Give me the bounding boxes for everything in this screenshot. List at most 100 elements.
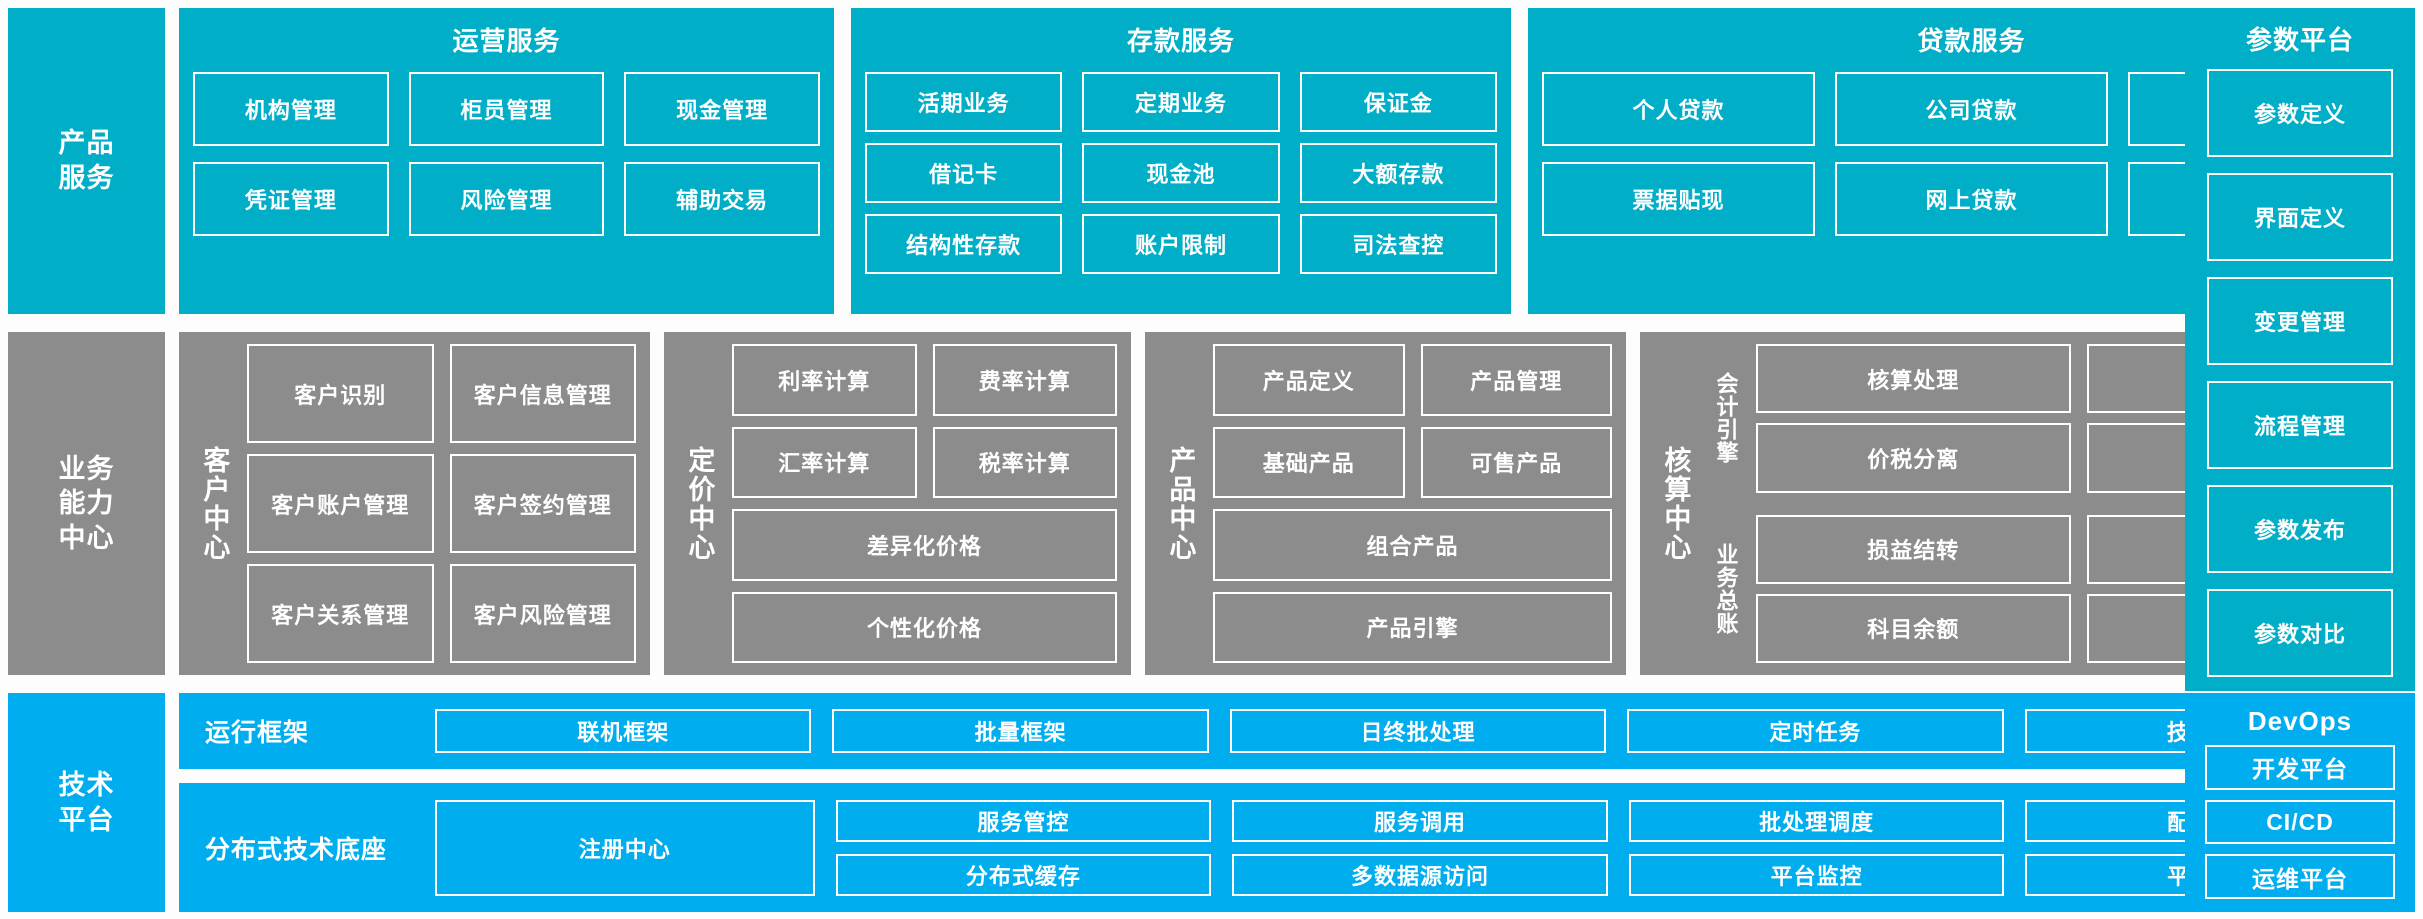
chip-cash-pool[interactable]: 现金池 [1082, 143, 1280, 203]
chip-judicial-inquiry[interactable]: 司法查控 [1299, 214, 1497, 274]
pricing-center-row: 个性化价格 [732, 591, 1117, 663]
distributed-base-items: 注册中心 服务管控 分布式缓存 服务调用 多数据源访问 批处理调度 平台监控 [435, 799, 2401, 896]
chip-parameter-publish[interactable]: 参数发布 [2207, 485, 2393, 573]
chip-process-management[interactable]: 流程管理 [2207, 381, 2393, 469]
chip-product-definition[interactable]: 产品定义 [1213, 344, 1405, 416]
pricing-center-row: 利率计算 费率计算 [732, 344, 1117, 416]
chip-ci-cd[interactable]: CI/CD [2205, 799, 2395, 845]
chip-online-loan[interactable]: 网上贷款 [1835, 162, 2108, 236]
center-label-product: 产品中心 [1165, 445, 1196, 562]
chip-product-management[interactable]: 产品管理 [1420, 344, 1612, 416]
tech-platform-label-line2: 平台 [58, 804, 115, 835]
chip-end-of-day-batch[interactable]: 日终批处理 [1229, 709, 1607, 753]
chip-base-product[interactable]: 基础产品 [1213, 426, 1405, 498]
chip-development-platform[interactable]: 开发平台 [2205, 745, 2395, 790]
parameter-platform-items: 参数定义 界面定义 变更管理 流程管理 参数发布 参数对比 [2207, 69, 2393, 677]
center-label-pricing: 定价中心 [684, 445, 715, 562]
distributed-base-column-1: 服务管控 分布式缓存 [835, 799, 1212, 896]
chip-online-framework[interactable]: 联机框架 [435, 709, 812, 753]
service-panels: 运营服务 机构管理 柜员管理 现金管理 凭证管理 风险管理 辅助交易 存款服务 … [179, 8, 2415, 314]
panel-title-devops: DevOps [2247, 706, 2353, 736]
chip-price-tax-separation[interactable]: 价税分离 [1756, 423, 2071, 493]
chip-tax-rate-calculation[interactable]: 税率计算 [932, 426, 1117, 498]
chip-service-governance[interactable]: 服务管控 [835, 799, 1212, 842]
chip-fee-rate-calculation[interactable]: 费率计算 [932, 344, 1117, 416]
chip-customer-account-management[interactable]: 客户账户管理 [247, 454, 434, 553]
panel-title-operation-service: 运营服务 [452, 26, 561, 56]
operation-service-items: 机构管理 柜员管理 现金管理 凭证管理 风险管理 辅助交易 [193, 72, 820, 300]
chip-exchange-rate-calculation[interactable]: 汇率计算 [732, 426, 917, 498]
product-center-row: 组合产品 [1213, 509, 1612, 581]
distributed-base-column-2: 服务调用 多数据源访问 [1232, 799, 1608, 896]
pricing-center-items: 利率计算 费率计算 汇率计算 税率计算 差异化价格 个性化价格 [732, 344, 1117, 663]
chip-teller-management[interactable]: 柜员管理 [408, 72, 605, 146]
chip-service-invocation[interactable]: 服务调用 [1232, 799, 1608, 842]
panel-product-center: 产品中心 产品定义 产品管理 基础产品 可售产品 组合产品 产品引擎 [1145, 332, 1626, 675]
chip-parameter-comparison[interactable]: 参数对比 [2207, 589, 2393, 677]
chip-institution-management[interactable]: 机构管理 [193, 72, 389, 146]
customer-center-items: 客户识别 客户信息管理 客户账户管理 客户签约管理 客户关系管理 客户风险管理 [247, 344, 636, 663]
chip-account-balance[interactable]: 科目余额 [1756, 593, 2071, 663]
panel-title-deposit-service: 存款服务 [1126, 26, 1235, 56]
product-center-row: 基础产品 可售产品 [1213, 426, 1612, 498]
chip-risk-management[interactable]: 风险管理 [408, 162, 605, 236]
chip-profit-loss-carryover[interactable]: 损益结转 [1756, 514, 2071, 584]
business-capability-label-line2: 能力 [58, 488, 115, 519]
tech-row-runtime-framework: 运行框架 联机框架 批量框架 日终批处理 定时任务 技术组件 [179, 693, 2415, 769]
chip-multi-datasource-access[interactable]: 多数据源访问 [1232, 853, 1608, 896]
center-label-accounting: 核算中心 [1660, 445, 1691, 562]
chip-cash-management[interactable]: 现金管理 [624, 72, 820, 146]
chip-customer-identification[interactable]: 客户识别 [247, 344, 434, 443]
tech-row-label-runtime-framework: 运行框架 [205, 719, 310, 747]
chip-customer-info-management[interactable]: 客户信息管理 [449, 344, 636, 443]
chip-large-deposit[interactable]: 大额存款 [1299, 143, 1497, 203]
chip-platform-monitoring[interactable]: 平台监控 [1628, 853, 2005, 896]
tech-platform-rows: 运行框架 联机框架 批量框架 日终批处理 定时任务 技术组件 分布式技术底座 注… [179, 693, 2415, 912]
chip-interface-definition[interactable]: 界面定义 [2207, 173, 2393, 261]
chip-differentiated-pricing[interactable]: 差异化价格 [732, 509, 1117, 581]
tech-platform-label-line1: 技术 [58, 769, 115, 800]
chip-accounting-processing[interactable]: 核算处理 [1756, 344, 2071, 414]
capability-centers: 客户中心 客户识别 客户信息管理 客户账户管理 客户签约管理 客户关系管理 客户… [179, 332, 2415, 675]
chip-change-management[interactable]: 变更管理 [2207, 277, 2393, 365]
business-capability-label-line3: 中心 [58, 522, 115, 553]
chip-personal-loan[interactable]: 个人贷款 [1542, 72, 1815, 146]
product-center-row: 产品定义 产品管理 [1213, 344, 1612, 416]
accounting-sublabel-ledger: 业务总账 [1713, 542, 1739, 635]
chip-margin-deposit[interactable]: 保证金 [1299, 72, 1497, 132]
chip-account-restriction[interactable]: 账户限制 [1082, 214, 1280, 274]
panel-parameter-platform: 参数平台 参数定义 界面定义 变更管理 流程管理 参数发布 参数对比 [2185, 8, 2415, 691]
chip-parameter-definition[interactable]: 参数定义 [2207, 69, 2393, 157]
chip-auxiliary-transaction[interactable]: 辅助交易 [624, 162, 820, 236]
tech-row-distributed-base: 分布式技术底座 注册中心 服务管控 分布式缓存 服务调用 多数据源访问 批处理调… [179, 783, 2415, 912]
devops-items: 开发平台 CI/CD 运维平台 [2205, 745, 2395, 900]
chip-customer-risk-management[interactable]: 客户风险管理 [449, 564, 636, 663]
chip-personalized-pricing[interactable]: 个性化价格 [732, 591, 1117, 663]
chip-registry-center[interactable]: 注册中心 [435, 799, 815, 896]
chip-interest-rate-calculation[interactable]: 利率计算 [732, 344, 917, 416]
chip-voucher-management[interactable]: 凭证管理 [193, 162, 389, 236]
customer-center-row: 客户识别 客户信息管理 [247, 344, 636, 443]
chip-combined-product[interactable]: 组合产品 [1213, 509, 1612, 581]
distributed-base-column-3: 批处理调度 平台监控 [1628, 799, 2005, 896]
chip-sellable-product[interactable]: 可售产品 [1420, 426, 1612, 498]
center-label-customer: 客户中心 [199, 445, 230, 562]
chip-product-engine[interactable]: 产品引擎 [1213, 591, 1612, 663]
chip-scheduled-task[interactable]: 定时任务 [1627, 709, 2004, 753]
chip-batch-framework[interactable]: 批量框架 [832, 709, 1209, 753]
chip-debit-card[interactable]: 借记卡 [865, 143, 1063, 203]
chip-corporate-loan[interactable]: 公司贷款 [1835, 72, 2108, 146]
chip-customer-contract-management[interactable]: 客户签约管理 [449, 454, 636, 553]
chip-operations-platform[interactable]: 运维平台 [2205, 854, 2395, 900]
chip-demand-deposit[interactable]: 活期业务 [865, 72, 1063, 132]
chip-distributed-cache[interactable]: 分布式缓存 [835, 853, 1212, 896]
chip-structured-deposit[interactable]: 结构性存款 [865, 214, 1063, 274]
chip-bill-discount[interactable]: 票据贴现 [1542, 162, 1815, 236]
chip-time-deposit[interactable]: 定期业务 [1082, 72, 1280, 132]
deposit-service-items: 活期业务 定期业务 保证金 借记卡 现金池 大额存款 结构性存款 账户限制 司法… [865, 72, 1497, 300]
business-capability-label-line1: 业务 [58, 453, 115, 484]
chip-batch-scheduling[interactable]: 批处理调度 [1628, 799, 2005, 842]
layer-label-tech-platform: 技术 平台 [8, 693, 165, 912]
chip-customer-relationship-management[interactable]: 客户关系管理 [247, 564, 434, 663]
product-service-label-line2: 服务 [58, 163, 115, 193]
